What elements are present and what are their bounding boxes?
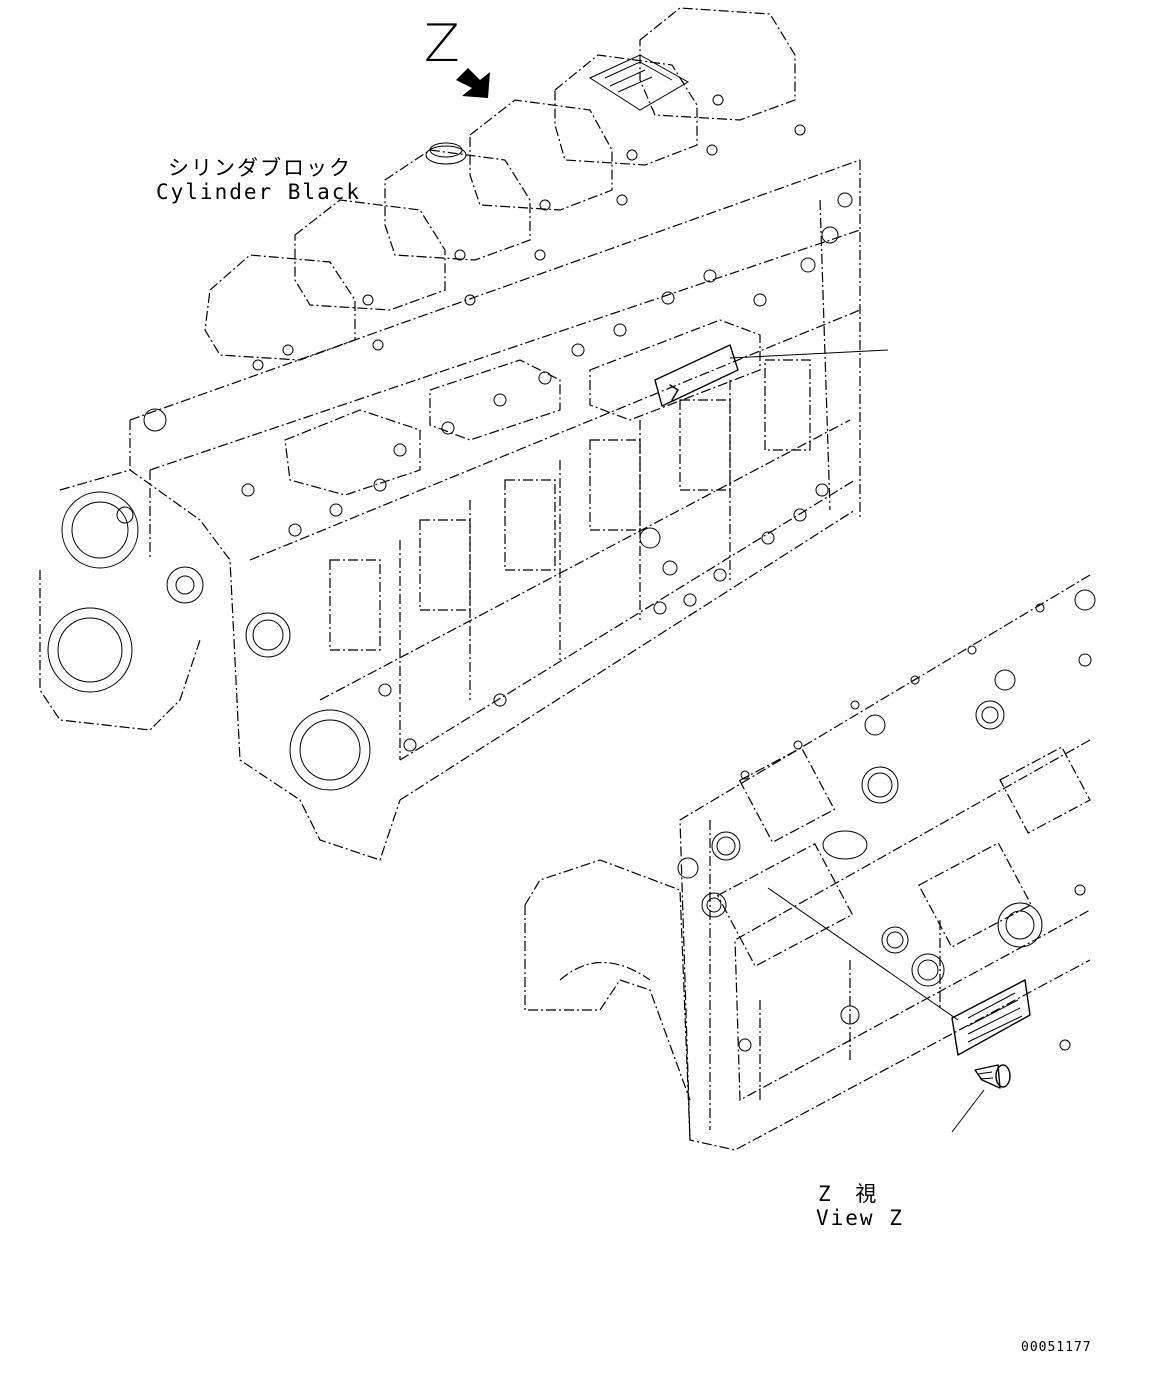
head-bolts: [241, 94, 853, 752]
rivet-icon: [974, 1064, 1011, 1089]
view-z-label-en: View Z: [816, 1206, 904, 1230]
drawing-number: 00051177: [1021, 1340, 1092, 1355]
view-arrow-label: Z: [424, 14, 460, 74]
cylinder-block-label-en: Cylinder Black: [156, 180, 362, 204]
rocker-covers: [204, 7, 796, 361]
serial-plate: [654, 344, 739, 407]
view-arrow-icon: [456, 68, 490, 98]
serial-plate-detail: [951, 979, 1031, 1056]
view-z-detail: [524, 574, 1096, 1151]
engine-block-main: [39, 7, 889, 861]
cylinder-block-label-jp: シリンダブロック: [168, 156, 352, 180]
view-z-label-jp: Z 視: [818, 1182, 883, 1206]
